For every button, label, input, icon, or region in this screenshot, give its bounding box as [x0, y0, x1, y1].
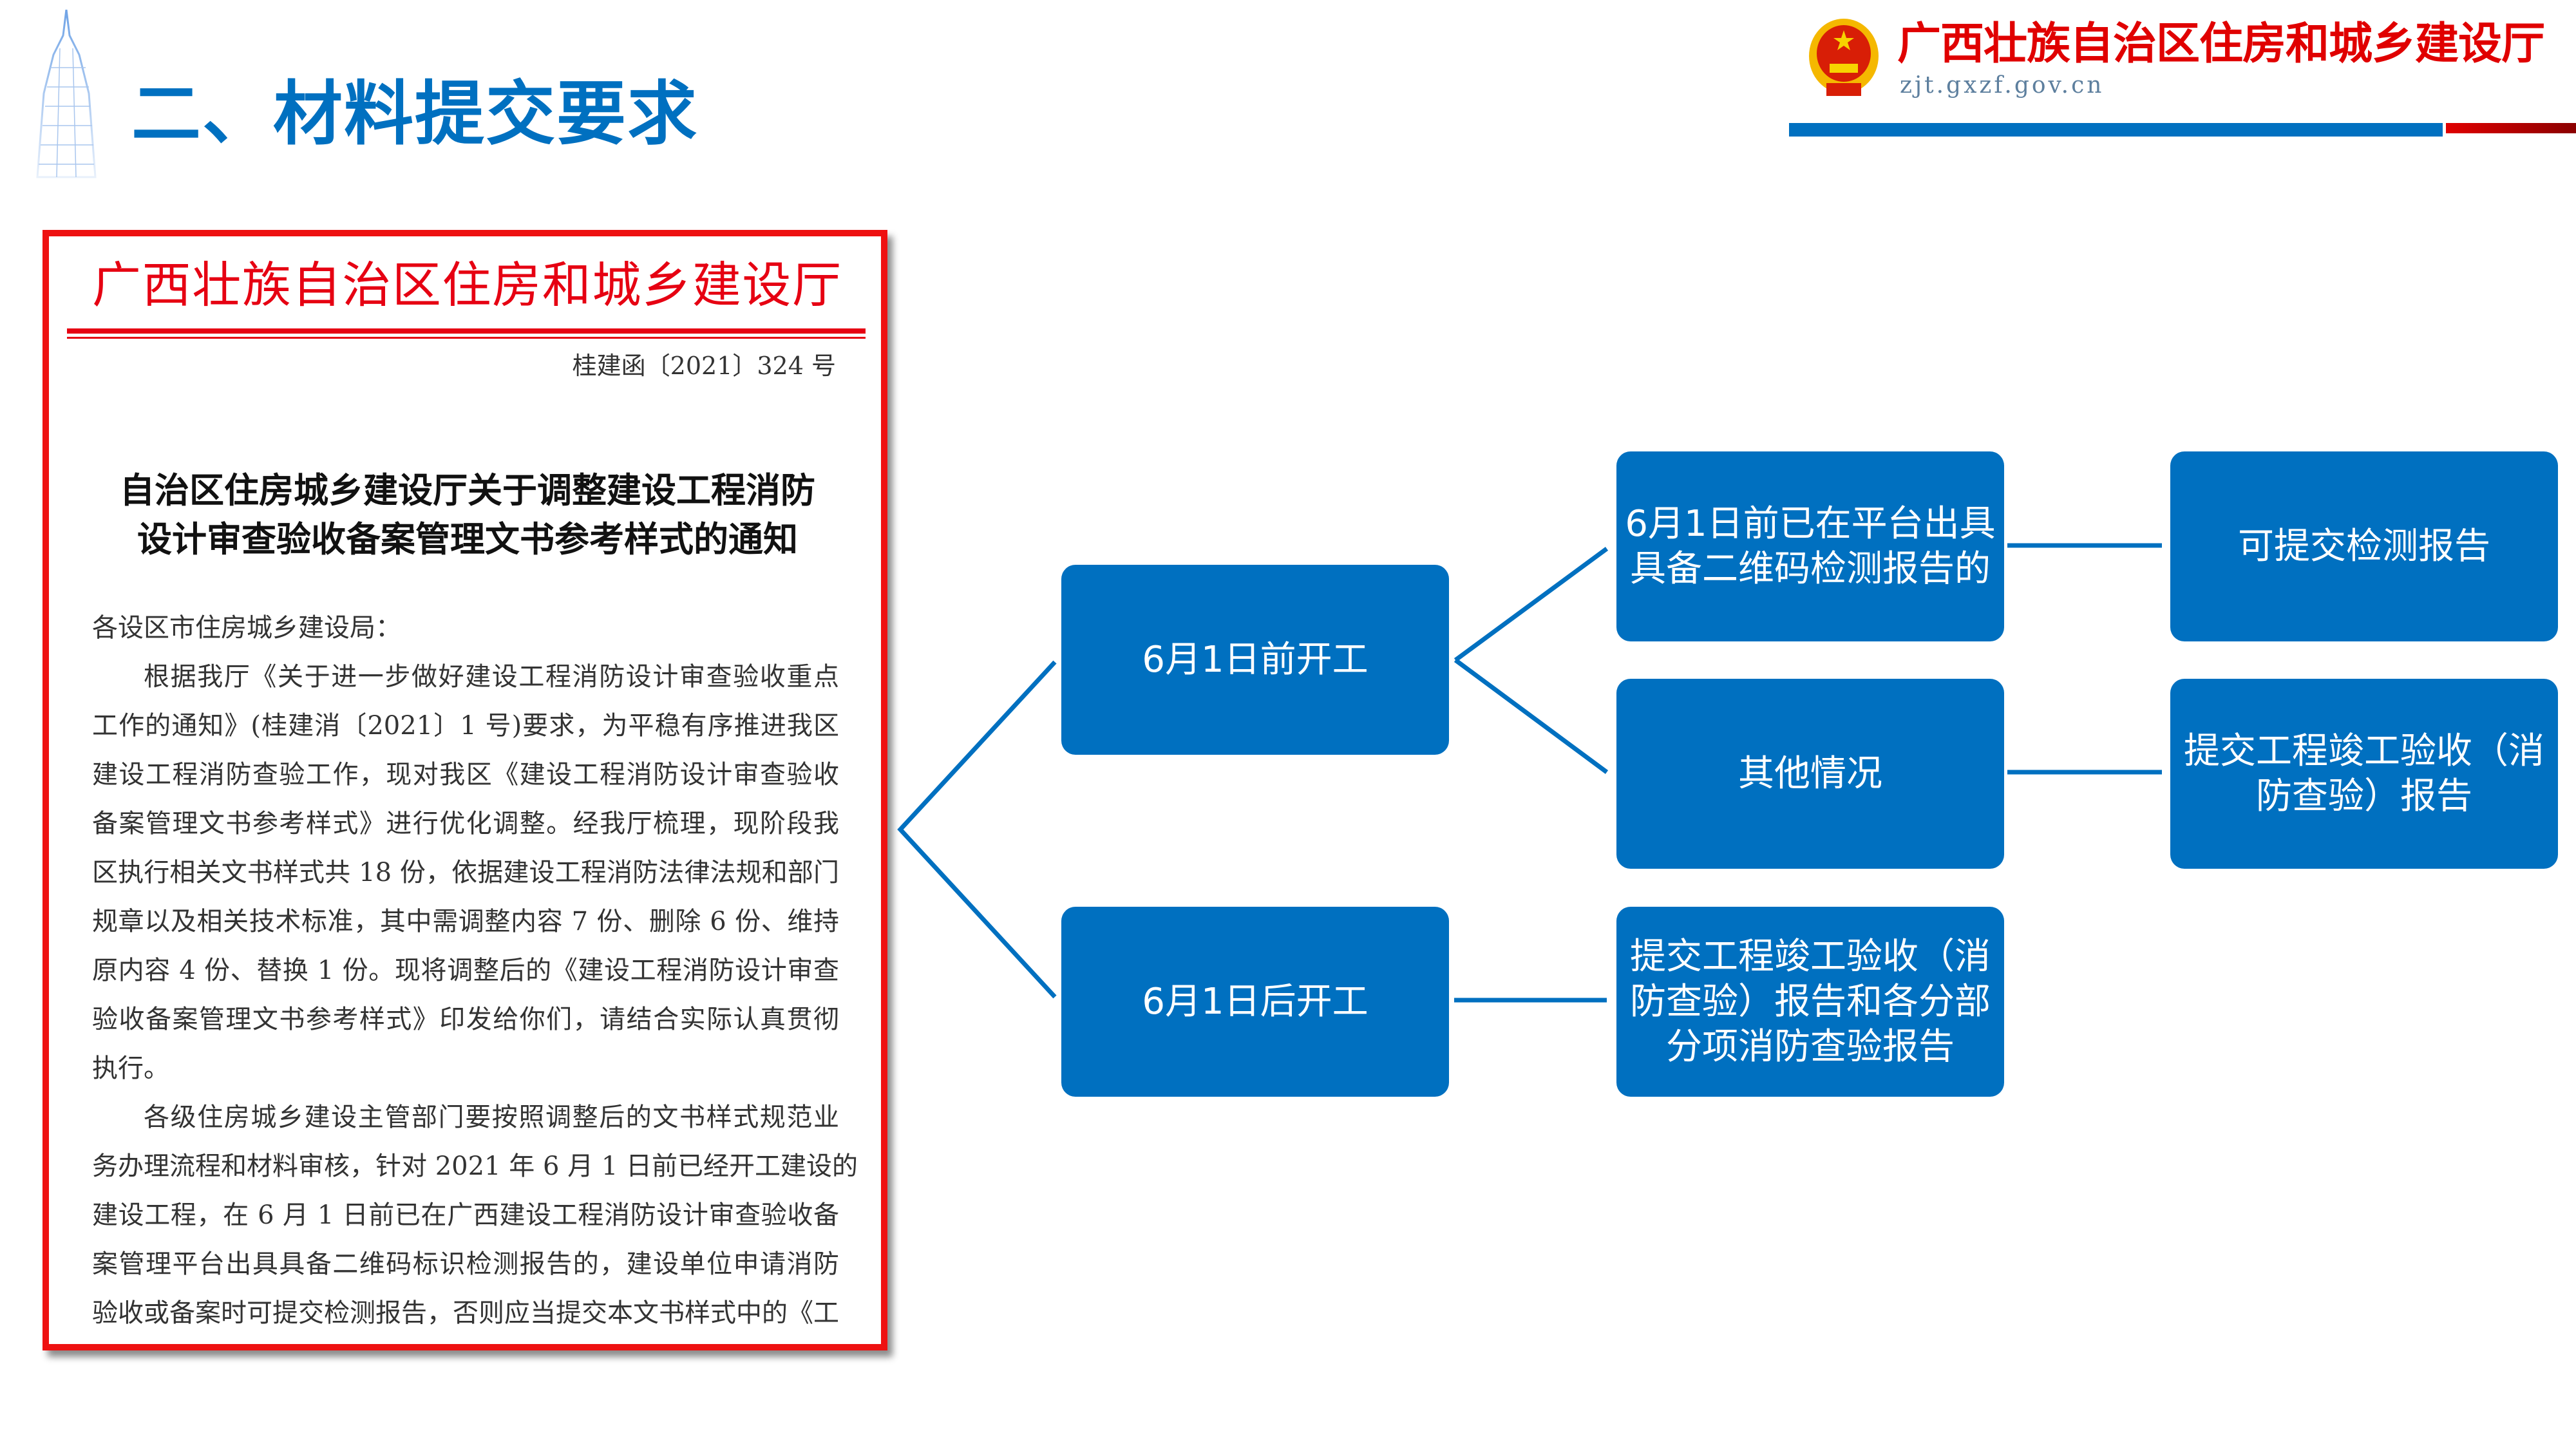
flow-box-qr-report: 6月1日前已在平台出具具备二维码检测报告的 [1616, 451, 2004, 641]
flow-box-after-result: 提交工程竣工验收（消防查验）报告和各分部分项消防查验报告 [1616, 907, 2004, 1097]
body-line: 各级住房城乡建设主管部门要按照调整后的文书样式规范业 [144, 1103, 839, 1132]
flow-box-other-result: 提交工程竣工验收（消防查验）报告 [2170, 679, 2558, 869]
document-red-rule-thin [67, 337, 866, 339]
document-title-line: 设计审查验收备案管理文书参考样式的通知 [137, 518, 798, 560]
body-line: 各设区市住房城乡建设局： [92, 613, 401, 643]
national-emblem-logo [1809, 19, 1879, 96]
connector-before-qr [1454, 547, 1609, 662]
body-line: 规章以及相关技术标准，其中需调整内容 7 份、删除 6 份、维持 [92, 907, 839, 936]
document-red-rule [67, 328, 866, 334]
flow-box-other: 其他情况 [1616, 679, 2004, 869]
body-line: 务办理流程和材料审核，针对 2021 年 6 月 1 日前已经开工建设的 [92, 1151, 858, 1181]
body-line: 建设工程消防查验工作，现对我区《建设工程消防设计审查验收 [92, 760, 839, 790]
document-number: 桂建函〔2021〕324 号 [572, 352, 836, 380]
flow-box-after-june1: 6月1日后开工 [1061, 907, 1449, 1097]
body-line: 建设工程，在 6 月 1 日前已在广西建设工程消防设计审查验收备 [92, 1200, 839, 1230]
org-url: zjt.gxzf.gov.cn [1900, 72, 2105, 99]
body-line: 执行。 [92, 1054, 169, 1083]
body-line: 根据我厅《关于进一步做好建设工程消防设计审查验收重点 [144, 662, 839, 692]
body-line: 工作的通知》(桂建消〔2021〕1 号)要求，为平稳有序推进我区 [92, 711, 839, 741]
org-name-logo-text: 广西壮族自治区住房和城乡建设厅 [1897, 19, 2545, 70]
flow-box-submit-test-report: 可提交检测报告 [2170, 451, 2558, 641]
body-line: 区执行相关文书样式共 18 份，依据建设工程消防法律法规和部门 [92, 858, 839, 887]
body-line: 备案管理文书参考样式》进行优化调整。经我厅梳理，现阶段我 [92, 809, 839, 838]
flow-box-before-june1: 6月1日前开工 [1061, 565, 1449, 755]
document-org-header: 广西壮族自治区住房和城乡建设厅 [92, 256, 841, 314]
document-title-line: 自治区住房城乡建设厅关于调整建设工程消防 [120, 469, 815, 511]
document-body: 各设区市住房城乡建设局： 根据我厅《关于进一步做好建设工程消防设计审查验收重点 … [92, 603, 858, 1338]
body-line: 原内容 4 份、替换 1 份。现将调整后的《建设工程消防设计审查 [92, 956, 839, 985]
connector-root-before [897, 660, 1057, 999]
header-divider-blue [1789, 123, 2443, 137]
building-sketch-image [36, 10, 97, 178]
notice-document-image: 广西壮族自治区住房和城乡建设厅 桂建函〔2021〕324 号 自治区住房城乡建设… [43, 230, 887, 1350]
body-line: 验收备案管理文书参考样式》印发给你们，请结合实际认真贯彻 [92, 1005, 839, 1034]
body-line: 验收或备案时可提交检测报告，否则应当提交本文书样式中的《工 [92, 1298, 839, 1328]
header-divider-red [2446, 123, 2576, 133]
body-line: 案管理平台出具具备二维码标识检测报告的，建设单位申请消防 [92, 1249, 839, 1279]
page-title: 二、材料提交要求 [131, 74, 699, 155]
connector-before-other [1454, 658, 1609, 774]
